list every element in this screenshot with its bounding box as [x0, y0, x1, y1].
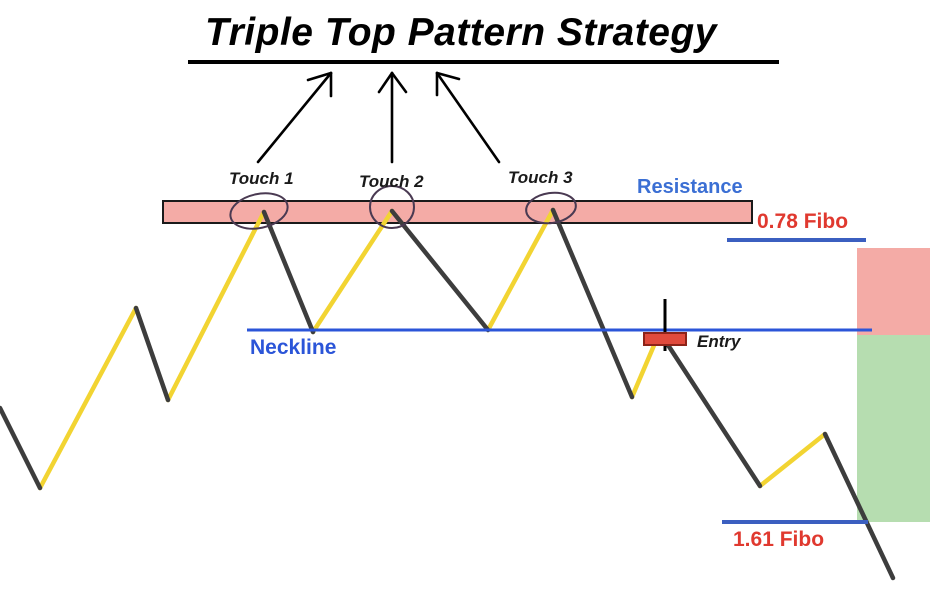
entry-label: Entry	[697, 332, 741, 351]
reward-zone	[857, 335, 930, 522]
arrow-touch-1	[256, 71, 333, 164]
touch-2-marker	[369, 185, 415, 229]
resistance-band	[162, 200, 753, 224]
risk-zone	[857, 248, 930, 335]
touch-3-marker	[525, 191, 577, 225]
touch-1-marker	[229, 192, 289, 230]
price-path-down-legs	[0, 207, 896, 581]
arrow-touch-3	[435, 71, 501, 164]
entry-candle-body	[643, 332, 687, 346]
page-title: Triple Top Pattern Strategy	[205, 11, 717, 54]
touch-2-label: Touch 2	[359, 172, 424, 191]
price-path-up-legs	[37, 207, 828, 491]
touch-1-label: Touch 1	[229, 169, 294, 188]
annotation-arrows	[256, 71, 501, 164]
arrow-touch-2	[377, 71, 408, 164]
fibo-161-label: 1.61 Fibo	[733, 528, 825, 551]
neckline-label: Neckline	[250, 336, 337, 359]
resistance-label: Resistance	[637, 176, 743, 198]
touch-3-label: Touch 3	[508, 168, 573, 187]
fibo-078-label: 0.78 Fibo	[757, 210, 849, 233]
